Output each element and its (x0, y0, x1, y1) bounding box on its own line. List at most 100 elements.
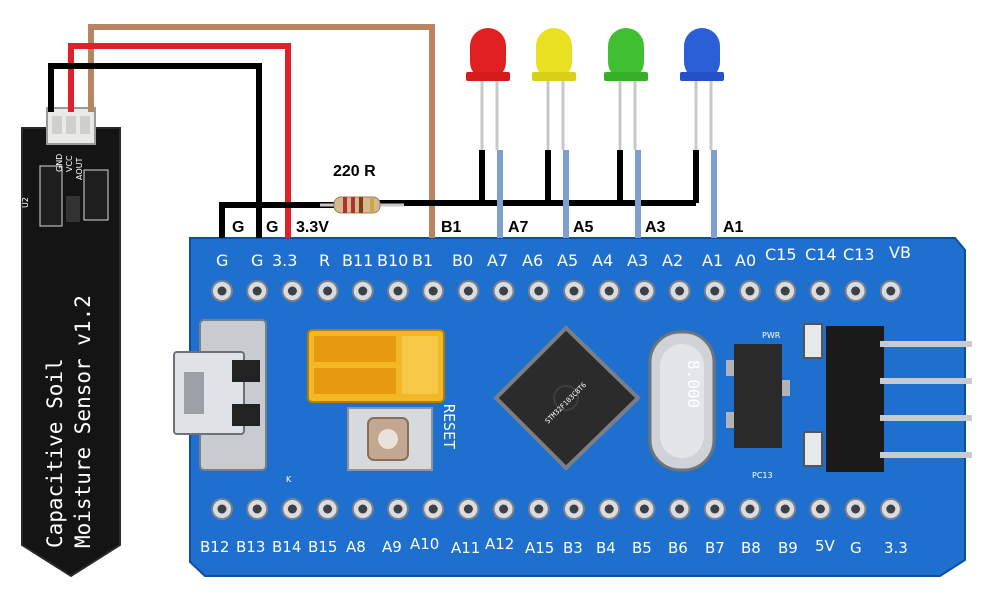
pin-label-b1: B1 (412, 251, 433, 270)
bottom-header-hole-center-5 (358, 504, 368, 514)
pin-label-3v3-bottom: 3.3 (884, 539, 908, 557)
top-header-hole-center-2 (252, 286, 262, 296)
top-header-hole-center-11 (569, 286, 579, 296)
wire-black-ground-bus (219, 202, 334, 238)
sensor-title-line1: Capacitive Soil (43, 358, 67, 548)
bottom-header-hole-center-14 (675, 504, 685, 514)
top-header-hole-center-9 (499, 286, 509, 296)
top-header-hole-center-4 (323, 286, 333, 296)
reset-label: RESET (440, 404, 458, 449)
pin-label-a10: A10 (410, 535, 439, 553)
top-header-hole-center-5 (358, 286, 368, 296)
pin-label-a9: A9 (382, 538, 402, 556)
mcu-chip: STM32F103C8T6 (493, 325, 641, 471)
pin-label-vb: VB (889, 243, 911, 262)
programming-header (826, 326, 972, 472)
pin-label-b10: B10 (377, 251, 408, 270)
top-header-holes (211, 280, 902, 302)
top-header-hole-center-3 (287, 286, 297, 296)
bottom-header-hole-center-1 (217, 504, 227, 514)
bottom-header-hole-center-18 (815, 504, 825, 514)
pin-label-a2: A2 (662, 251, 683, 270)
pin-label-b9: B9 (778, 539, 798, 557)
pin-label-a1: A1 (702, 251, 723, 270)
sensor-pin-aout: AOUT (75, 158, 84, 180)
top-header-hole-center-12 (604, 286, 614, 296)
wire-label-a3: A3 (645, 219, 666, 236)
led-yellow (532, 28, 576, 150)
top-header-hole-center-10 (534, 286, 544, 296)
pin-label-b3: B3 (563, 539, 583, 557)
bottom-pin-labels: B12 B13 B14 B15 A8 A9 A10 A11 A12 A15 B3… (200, 535, 908, 557)
pin-label-a12: A12 (485, 535, 514, 553)
reset-button: RESET (347, 404, 458, 471)
wire-label-3v3: 3.3V (296, 219, 329, 236)
pin-label-b7: B7 (705, 539, 725, 557)
pin-label-b4: B4 (596, 539, 616, 557)
wire-label-g-2: G (266, 219, 278, 236)
wire-black-gnd (48, 63, 262, 238)
top-header-hole-center-1 (217, 286, 227, 296)
pin-label-a7: A7 (487, 251, 508, 270)
top-header-hole-center-15 (710, 286, 720, 296)
wire-label-a5: A5 (573, 219, 594, 236)
pin-label-g-2: G (251, 251, 263, 270)
top-header-hole-center-14 (675, 286, 685, 296)
micro-usb-connector (173, 319, 267, 471)
boot-jumpers (307, 329, 445, 403)
pin-label-c14: C14 (805, 245, 837, 264)
wire-label-a7: A7 (508, 219, 529, 236)
pwr-label: PWR (762, 331, 781, 340)
wire-labels: G G 3.3V B1 A7 A5 A3 A1 (232, 219, 744, 236)
bottom-header-hole-center-16 (745, 504, 755, 514)
leds (466, 28, 724, 150)
bottom-header-hole-center-7 (428, 504, 438, 514)
led-anode-wires (497, 150, 717, 238)
led-cathode-wires (479, 150, 699, 203)
pin-label-a5: A5 (557, 251, 578, 270)
wire-label-g-1: G (232, 219, 244, 236)
wire-label-a1: A1 (723, 219, 744, 236)
resistor: 220 R (320, 163, 404, 214)
crystal: 8.000 (648, 330, 716, 472)
bottom-header-hole-center-2 (252, 504, 262, 514)
pin-label-b6: B6 (668, 539, 688, 557)
pin-label-a8: A8 (346, 538, 366, 556)
pin-label-b11: B11 (342, 251, 373, 270)
pin-label-b13: B13 (236, 538, 265, 556)
top-header-hole-center-16 (745, 286, 755, 296)
bottom-header-hole-center-13 (639, 504, 649, 514)
crystal-label: 8.000 (684, 360, 703, 408)
pin-label-r: R (319, 251, 330, 270)
pin-label-b0: B0 (452, 251, 473, 270)
pin-label-3v3: 3.3 (272, 251, 297, 270)
stm32-board: G G 3.3 R B11 B10 B1 B0 A7 A6 A5 A4 A3 A… (173, 237, 972, 577)
pin-label-b12: B12 (200, 538, 229, 556)
pin-label-b8: B8 (741, 539, 761, 557)
top-header-hole-center-17 (780, 286, 790, 296)
bottom-header-hole-center-9 (499, 504, 509, 514)
top-header-hole-center-20 (886, 286, 896, 296)
bottom-header-hole-center-8 (463, 504, 473, 514)
pin-label-a11: A11 (451, 539, 480, 557)
bottom-header-hole-center-3 (287, 504, 297, 514)
top-header-hole-center-18 (815, 286, 825, 296)
bottom-header-hole-center-6 (393, 504, 403, 514)
voltage-regulator (726, 344, 790, 448)
bottom-header-hole-center-17 (780, 504, 790, 514)
pin-label-a0: A0 (735, 251, 756, 270)
resistor-value-label: 220 R (333, 163, 376, 180)
top-header-hole-center-6 (393, 286, 403, 296)
sensor-pin-vcc: VCC (65, 155, 74, 172)
wire-brown-aout (88, 24, 435, 238)
bottom-header-hole-center-12 (604, 504, 614, 514)
status-leds: PWR PC13 (752, 323, 823, 480)
led-green (604, 28, 648, 150)
wire-label-b1: B1 (441, 219, 462, 236)
k-label: K (286, 475, 292, 484)
top-pin-labels: G G 3.3 R B11 B10 B1 B0 A7 A6 A5 A4 A3 A… (216, 243, 911, 270)
soil-moisture-sensor: U2 GND VCC AOUT Capacitive Soil Moisture… (21, 107, 121, 578)
pin-label-b5: B5 (632, 539, 652, 557)
top-header-hole-center-8 (463, 286, 473, 296)
bottom-header-hole-center-4 (323, 504, 333, 514)
